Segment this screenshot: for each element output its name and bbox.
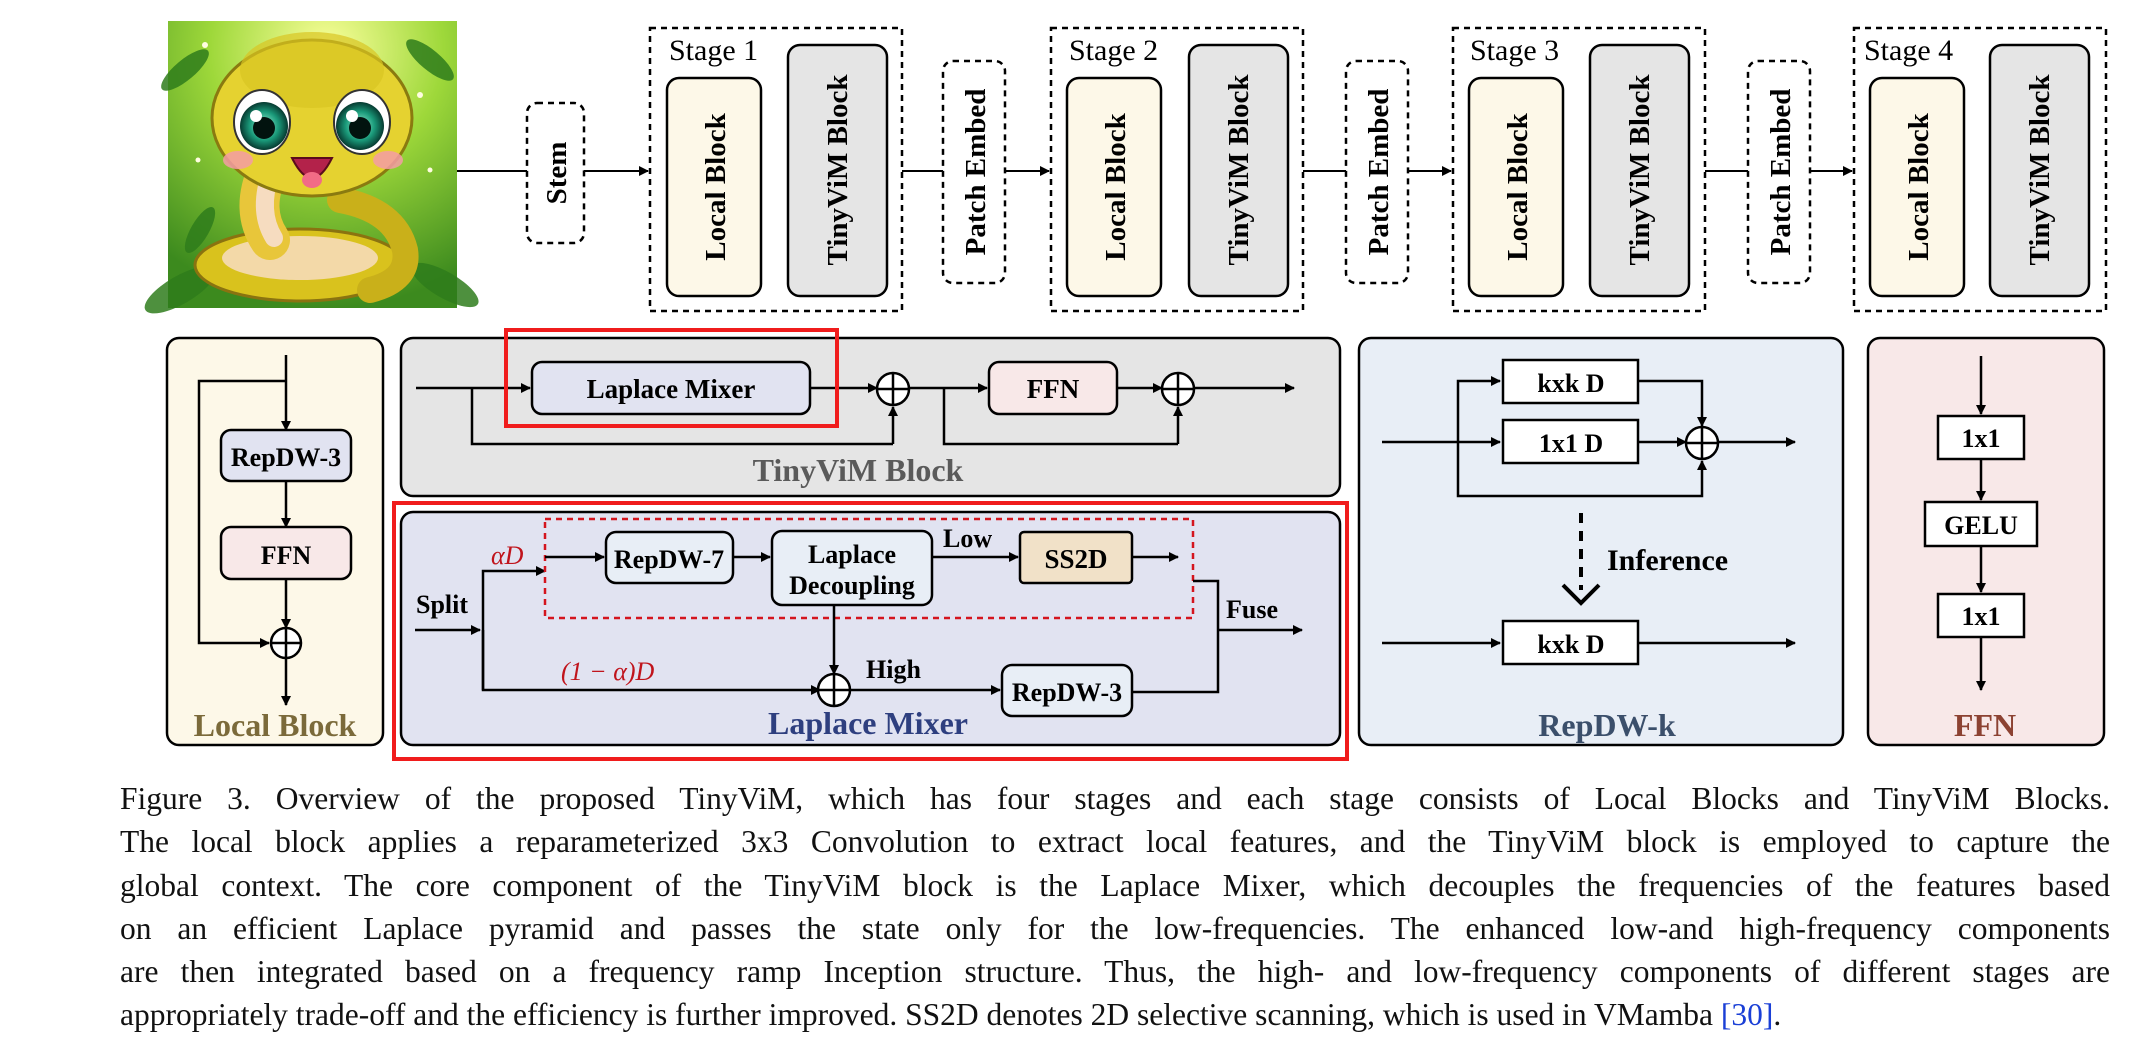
stem-box: [525, 101, 586, 245]
ffn-gelu-label: GELU: [1944, 511, 2018, 540]
caption-line: on an efficient Laplace pyramid and pass…: [120, 910, 2110, 946]
patch-embed-2-label: Patch Embed: [1363, 89, 1395, 256]
high-label: High: [866, 655, 921, 684]
stage-1-tinyvim-block: [786, 43, 889, 298]
tinyvim-mixer-label: Laplace Mixer: [587, 374, 756, 404]
stage-4-tinyvim-block: [1988, 43, 2091, 298]
stage-4-title: Stage 4: [1864, 34, 1953, 67]
ffn-panel: 1x1 GELU 1x1 FFN: [1866, 336, 2106, 747]
low-label: Low: [943, 524, 992, 553]
ffn-conv2-label: 1x1: [1962, 602, 2001, 631]
stage-3: Stage 3 Local Block TinyViM Block: [1451, 26, 1707, 313]
caption-end: .: [1773, 997, 1782, 1033]
ffn-title: FFN: [1954, 707, 2016, 743]
tinyvim-block-title: TinyViM Block: [753, 452, 964, 488]
inference-label: Inference: [1607, 544, 1728, 577]
kxk-label: kxk D: [1537, 369, 1604, 398]
repdw7-label: RepDW-7: [614, 545, 724, 574]
stage-4-local-block: [1868, 76, 1966, 298]
stage-2-local-label: Local Block: [1100, 112, 1132, 260]
one-minus-alpha-label: (1 − α)D: [561, 657, 655, 686]
caption-line: appropriately trade-off and the efficien…: [120, 997, 1721, 1033]
ffn-conv1-label: 1x1: [1962, 424, 2001, 453]
stage-2-tinyvim-label: TinyViM Block: [1223, 74, 1255, 266]
repdw-k-title: RepDW-k: [1538, 707, 1676, 743]
stage-3-tinyvim-label: TinyViM Block: [1624, 74, 1656, 266]
alpha-label: αD: [491, 541, 524, 570]
stage-2-tinyvim-block: [1187, 43, 1290, 298]
kxk-inference-label: kxk D: [1537, 630, 1604, 659]
caption-line: Figure 3. Overview of the proposed TinyV…: [120, 781, 2110, 816]
stage-2: Stage 2 Local Block TinyViM Block: [1049, 26, 1305, 313]
stage-pipeline: Stem Stage 1 Local Block TinyViM Block P…: [457, 26, 2108, 313]
stage-1-local-block: [665, 76, 763, 298]
laplace-mixer-panel: Split αD (1 − α)D RepDW-7 Laplace Decoup…: [392, 501, 1349, 761]
repdw-k-panel: kxk D 1x1 D Inference kxk D RepDW-k: [1357, 336, 1845, 747]
stage-4-local-label: Local Block: [1903, 112, 1935, 260]
figure-caption: Figure 3. Overview of the proposed TinyV…: [120, 777, 2110, 1037]
stage-3-title: Stage 3: [1470, 34, 1559, 67]
decoupling-line1: Laplace: [808, 540, 896, 569]
stage-3-local-block: [1467, 76, 1565, 298]
citation-link[interactable]: [30]: [1720, 997, 1774, 1033]
tinyvim-block-panel: Laplace Mixer FFN TinyViM Block: [399, 328, 1342, 498]
stage-1-title: Stage 1: [669, 34, 758, 67]
tinyvim-ffn-label: FFN: [1027, 374, 1080, 404]
stage-4-tinyvim-label: TinyViM Block: [2024, 74, 2056, 266]
stage-1-tinyvim-label: TinyViM Block: [822, 74, 854, 266]
repdw3-label: RepDW-3: [1012, 678, 1122, 707]
local-ffn-label: FFN: [261, 541, 312, 570]
low-frequency-region: [543, 517, 1195, 620]
local-repdw3-label: RepDW-3: [231, 443, 341, 472]
snake-mascot-image: [144, 21, 479, 314]
stage-2-title: Stage 2: [1069, 34, 1158, 67]
caption-last-line: appropriately trade-off and the efficien…: [120, 993, 2110, 1036]
architecture-figure: Stem Stage 1 Local Block TinyViM Block P…: [144, 21, 2108, 761]
stage-4: Stage 4 Local Block TinyViM Block: [1852, 26, 2108, 313]
one-by-one-label: 1x1 D: [1539, 429, 1603, 458]
stage-3-local-label: Local Block: [1502, 112, 1534, 260]
ss2d-label: SS2D: [1044, 544, 1107, 574]
stage-1-local-label: Local Block: [700, 112, 732, 260]
local-block-panel: RepDW-3 FFN Local Block: [165, 336, 385, 747]
decoupling-line2: Decoupling: [789, 571, 915, 600]
split-label: Split: [416, 590, 468, 619]
mixer-panel-highlight: [392, 501, 1349, 761]
patch-embed-1-label: Patch Embed: [960, 89, 992, 256]
caption-line: global context. The core component of th…: [120, 867, 2110, 903]
mixer-highlight: [504, 328, 839, 428]
patch-embed-3-label: Patch Embed: [1765, 89, 1797, 256]
caption-line: The local block applies a reparameterize…: [120, 824, 2110, 860]
local-block-title: Local Block: [194, 707, 357, 743]
stem-label: Stem: [541, 142, 573, 205]
stage-2-local-block: [1065, 76, 1163, 298]
caption-line: are then integrated based on a frequency…: [120, 954, 2110, 990]
stage-1: Stage 1 Local Block TinyViM Block: [648, 26, 904, 313]
laplace-mixer-title: Laplace Mixer: [768, 705, 968, 741]
stage-3-tinyvim-block: [1588, 43, 1691, 298]
fuse-label: Fuse: [1226, 595, 1278, 624]
